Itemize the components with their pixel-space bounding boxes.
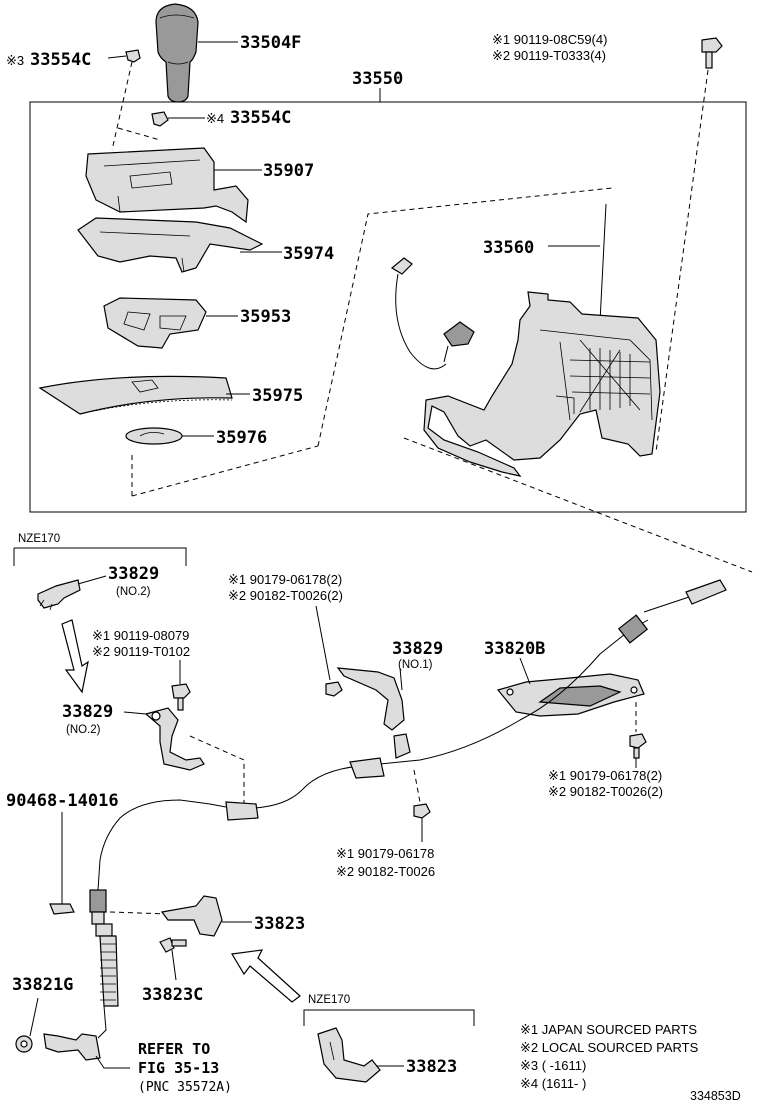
legend-mark-4: ※4 (1611- ) bbox=[520, 1076, 586, 1091]
part-number-33554C-a: 33554C bbox=[30, 50, 91, 70]
legend-japan-sourced: ※1 JAPAN SOURCED PARTS bbox=[520, 1022, 697, 1037]
part-number-33560: 33560 bbox=[483, 238, 534, 258]
part-number-33829-no1: 33829 bbox=[392, 639, 443, 659]
bracket-33829-no1[interactable] bbox=[336, 667, 411, 759]
part-number-33823C: 33823C bbox=[142, 985, 203, 1005]
nut-a[interactable] bbox=[325, 681, 343, 697]
refer-to-text-2: FIG 35-13 bbox=[138, 1059, 219, 1077]
group-bracket-nze170-b bbox=[303, 1009, 475, 1026]
mark-33554C-b: ※4 bbox=[206, 111, 224, 126]
legend-mark-3: ※3 ( -1611) bbox=[520, 1058, 586, 1073]
bolt-mid-spec-1: ※1 90119-08079 bbox=[92, 628, 189, 643]
bolt-mid-spec-2: ※2 90119-T0102 bbox=[92, 644, 190, 659]
position-indicator-housing[interactable] bbox=[85, 147, 249, 224]
bolt-33823C[interactable] bbox=[159, 937, 187, 953]
part-number-33829-no2-b: 33829 bbox=[62, 702, 113, 722]
cable-end-lever[interactable] bbox=[43, 1033, 101, 1061]
part-number-33821G: 33821G bbox=[12, 975, 73, 995]
sub-label-33829-no2-a: (NO.2) bbox=[116, 586, 151, 598]
part-number-33554C-b: 33554C bbox=[230, 108, 291, 128]
legend: ※1 JAPAN SOURCED PARTS ※2 LOCAL SOURCED … bbox=[520, 1022, 699, 1091]
sub-label-33829-no1: (NO.1) bbox=[398, 659, 433, 671]
bolt-top-right[interactable] bbox=[701, 37, 723, 69]
part-number-33504F: 33504F bbox=[240, 33, 301, 53]
legend-local-sourced: ※2 LOCAL SOURCED PARTS bbox=[520, 1040, 699, 1055]
part-number-90468-14016: 90468-14016 bbox=[6, 791, 119, 811]
part-number-35975: 35975 bbox=[252, 386, 303, 406]
bolt-mid[interactable] bbox=[171, 683, 191, 711]
slide-plate[interactable] bbox=[38, 375, 233, 415]
nut-a-spec-1: ※1 90179-06178(2) bbox=[228, 572, 342, 587]
nut-b[interactable] bbox=[629, 733, 647, 759]
nut-c[interactable] bbox=[413, 803, 431, 819]
part-number-33823-a: 33823 bbox=[254, 914, 305, 934]
shift-control-cable[interactable] bbox=[89, 579, 727, 1039]
nut-b-spec-1: ※1 90179-06178(2) bbox=[548, 768, 662, 783]
nut-b-spec-2: ※2 90182-T0026(2) bbox=[548, 784, 663, 799]
shift-lever-bracket[interactable] bbox=[423, 203, 661, 477]
part-number-33550: 33550 bbox=[352, 69, 403, 89]
part-number-33820B: 33820B bbox=[484, 639, 545, 659]
cable-clip-90468[interactable] bbox=[49, 903, 75, 915]
nut-33821G[interactable] bbox=[15, 1035, 33, 1053]
switch-wire-harness[interactable] bbox=[390, 257, 475, 370]
refer-to-text-1: REFER TO bbox=[138, 1040, 210, 1058]
clip-33554C-b[interactable] bbox=[151, 111, 169, 127]
bracket-33829-no2-a[interactable] bbox=[37, 579, 81, 611]
assembly-33550-frame bbox=[29, 101, 747, 513]
sub-label-33829-no2-b: (NO.2) bbox=[66, 724, 101, 736]
group-label-nze170-b: NZE170 bbox=[308, 994, 350, 1006]
bracket-33823-b[interactable] bbox=[317, 1027, 381, 1083]
part-number-35974: 35974 bbox=[283, 244, 334, 264]
group-bracket-nze170-a bbox=[14, 547, 187, 566]
figure-code: 334853D bbox=[690, 1089, 741, 1103]
arrow-up-left bbox=[231, 949, 301, 1003]
nut-a-spec-2: ※2 90182-T0026(2) bbox=[228, 588, 343, 603]
nut-c-spec-1: ※1 90179-06178 bbox=[336, 846, 434, 861]
indicator-plate[interactable] bbox=[103, 297, 207, 349]
part-number-33829-no2-a: 33829 bbox=[108, 564, 159, 584]
part-number-33823-b: 33823 bbox=[406, 1057, 457, 1077]
group-label-nze170-a: NZE170 bbox=[18, 533, 60, 545]
part-number-35976: 35976 bbox=[216, 428, 267, 448]
cable-bracket-33820B[interactable] bbox=[496, 673, 645, 717]
clip-33554C-a[interactable] bbox=[125, 49, 141, 63]
mark-33554C-a: ※3 bbox=[6, 53, 24, 68]
part-number-35907: 35907 bbox=[263, 161, 314, 181]
part-number-35953: 35953 bbox=[240, 307, 291, 327]
shift-lever-cover[interactable] bbox=[77, 217, 264, 273]
bolt-top-spec-2: ※2 90119-T0333(4) bbox=[492, 48, 606, 63]
shift-knob[interactable] bbox=[155, 3, 199, 103]
bolt-top-spec-1: ※1 90119-08C59(4) bbox=[492, 32, 607, 47]
bracket-33823-a[interactable] bbox=[160, 895, 223, 937]
plate-35976[interactable] bbox=[125, 427, 183, 445]
refer-to-text-3: (PNC 35572A) bbox=[138, 1080, 232, 1095]
nut-c-spec-2: ※2 90182-T0026 bbox=[336, 864, 435, 879]
arrow-down bbox=[61, 619, 89, 694]
bracket-33829-no2-b[interactable] bbox=[144, 707, 205, 771]
